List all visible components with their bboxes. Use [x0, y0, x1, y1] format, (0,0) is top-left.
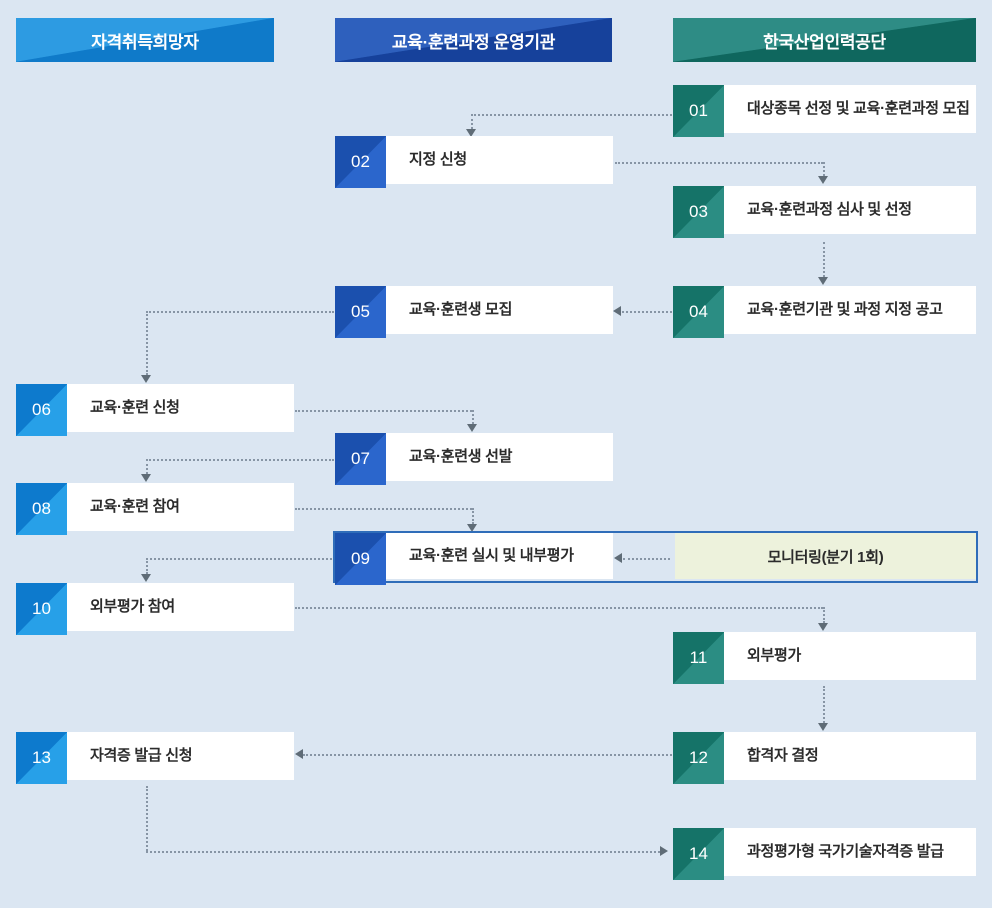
step-13: 13 자격증 발급 신청	[16, 732, 294, 784]
arrowhead-12-13	[295, 749, 303, 759]
arrow-09-10-h	[146, 558, 332, 560]
arrowhead-06-07	[467, 424, 477, 432]
arrow-05-06-v	[146, 311, 148, 375]
arrow-13-14-v	[146, 786, 148, 851]
arrowhead-05-06	[141, 375, 151, 383]
step-06: 06 교육·훈련 신청	[16, 384, 294, 436]
step-12-label: 합격자 결정	[724, 732, 976, 780]
step-09-label: 교육·훈련 실시 및 내부평가	[386, 533, 613, 579]
arrow-10-11-v	[823, 607, 825, 623]
step-11-label: 외부평가	[724, 632, 976, 680]
arrowhead-04-05	[613, 306, 621, 316]
arrow-03-04-v	[823, 242, 825, 277]
arrow-02-03-v	[823, 162, 825, 176]
step-01-label: 대상종목 선정 및 교육·훈련과정 모집	[724, 85, 976, 133]
step-12: 12 합격자 결정	[673, 732, 976, 784]
step-12-number: 12	[673, 732, 724, 784]
step-03-label: 교육·훈련과정 심사 및 선정	[724, 186, 976, 234]
arrow-monitoring-09-h	[623, 558, 670, 560]
arrowhead-11-12	[818, 723, 828, 731]
arrow-07-08-h	[146, 459, 334, 461]
step-06-number: 06	[16, 384, 67, 436]
arrow-10-11-h	[295, 607, 823, 609]
step-01: 01 대상종목 선정 및 교육·훈련과정 모집	[673, 85, 976, 137]
step-05-number: 05	[335, 286, 386, 338]
arrowhead-13-14	[660, 846, 668, 856]
arrow-07-08-v	[146, 459, 148, 474]
step-07: 07 교육·훈련생 선발	[335, 433, 613, 485]
arrow-13-14-h	[146, 851, 660, 853]
step-13-label: 자격증 발급 신청	[67, 732, 294, 780]
arrowhead-09-10	[141, 574, 151, 582]
arrow-01-02-v	[471, 114, 473, 129]
step-03: 03 교육·훈련과정 심사 및 선정	[673, 186, 976, 238]
arrow-08-09-h	[295, 508, 472, 510]
arrowhead-03-04	[818, 277, 828, 285]
step-04: 04 교육·훈련기관 및 과정 지정 공고	[673, 286, 976, 338]
arrow-08-09-v	[472, 508, 474, 524]
step-08-label: 교육·훈련 참여	[67, 483, 294, 531]
arrow-12-13-h	[303, 754, 672, 756]
step-14: 14 과정평가형 국가기술자격증 발급	[673, 828, 976, 880]
step-10: 10 외부평가 참여	[16, 583, 294, 635]
step-05: 05 교육·훈련생 모집	[335, 286, 613, 338]
step-10-number: 10	[16, 583, 67, 635]
step-06-label: 교육·훈련 신청	[67, 384, 294, 432]
step-11-number: 11	[673, 632, 724, 684]
arrowhead-10-11	[818, 623, 828, 631]
step-05-label: 교육·훈련생 모집	[386, 286, 613, 334]
step-08: 08 교육·훈련 참여	[16, 483, 294, 535]
step-03-number: 03	[673, 186, 724, 238]
arrow-06-07-h	[295, 410, 472, 412]
arrow-02-03-h	[615, 162, 823, 164]
step-07-label: 교육·훈련생 선발	[386, 433, 613, 481]
arrowhead-monitoring-09	[614, 553, 622, 563]
step-09: 09 교육·훈련 실시 및 내부평가	[335, 533, 613, 585]
arrowhead-01-02	[466, 129, 476, 137]
arrow-04-05-h	[622, 311, 672, 313]
monitoring-frame	[333, 531, 978, 583]
arrow-01-02-h	[471, 114, 672, 116]
step-13-number: 13	[16, 732, 67, 784]
arrow-06-07-v	[472, 410, 474, 424]
step-07-number: 07	[335, 433, 386, 485]
column-header-hrdkorea: 한국산업인력공단	[673, 18, 976, 62]
step-02: 02 지정 신청	[335, 136, 613, 188]
step-14-label: 과정평가형 국가기술자격증 발급	[724, 828, 976, 876]
arrowhead-07-08	[141, 474, 151, 482]
step-08-number: 08	[16, 483, 67, 535]
arrowhead-08-09	[467, 524, 477, 532]
monitoring-box: 모니터링(분기 1회)	[675, 533, 976, 579]
step-09-number: 09	[335, 533, 386, 585]
arrow-09-10-v	[146, 558, 148, 574]
column-header-applicant: 자격취득희망자	[16, 18, 274, 62]
step-02-number: 02	[335, 136, 386, 188]
arrow-05-06-h	[146, 311, 334, 313]
step-01-number: 01	[673, 85, 724, 137]
arrowhead-02-03	[818, 176, 828, 184]
step-04-label: 교육·훈련기관 및 과정 지정 공고	[724, 286, 976, 334]
step-10-label: 외부평가 참여	[67, 583, 294, 631]
step-11: 11 외부평가	[673, 632, 976, 684]
step-04-number: 04	[673, 286, 724, 338]
step-14-number: 14	[673, 828, 724, 880]
step-02-label: 지정 신청	[386, 136, 613, 184]
arrow-11-12-v	[823, 686, 825, 723]
column-header-training-operator: 교육·훈련과정 운영기관	[335, 18, 612, 62]
